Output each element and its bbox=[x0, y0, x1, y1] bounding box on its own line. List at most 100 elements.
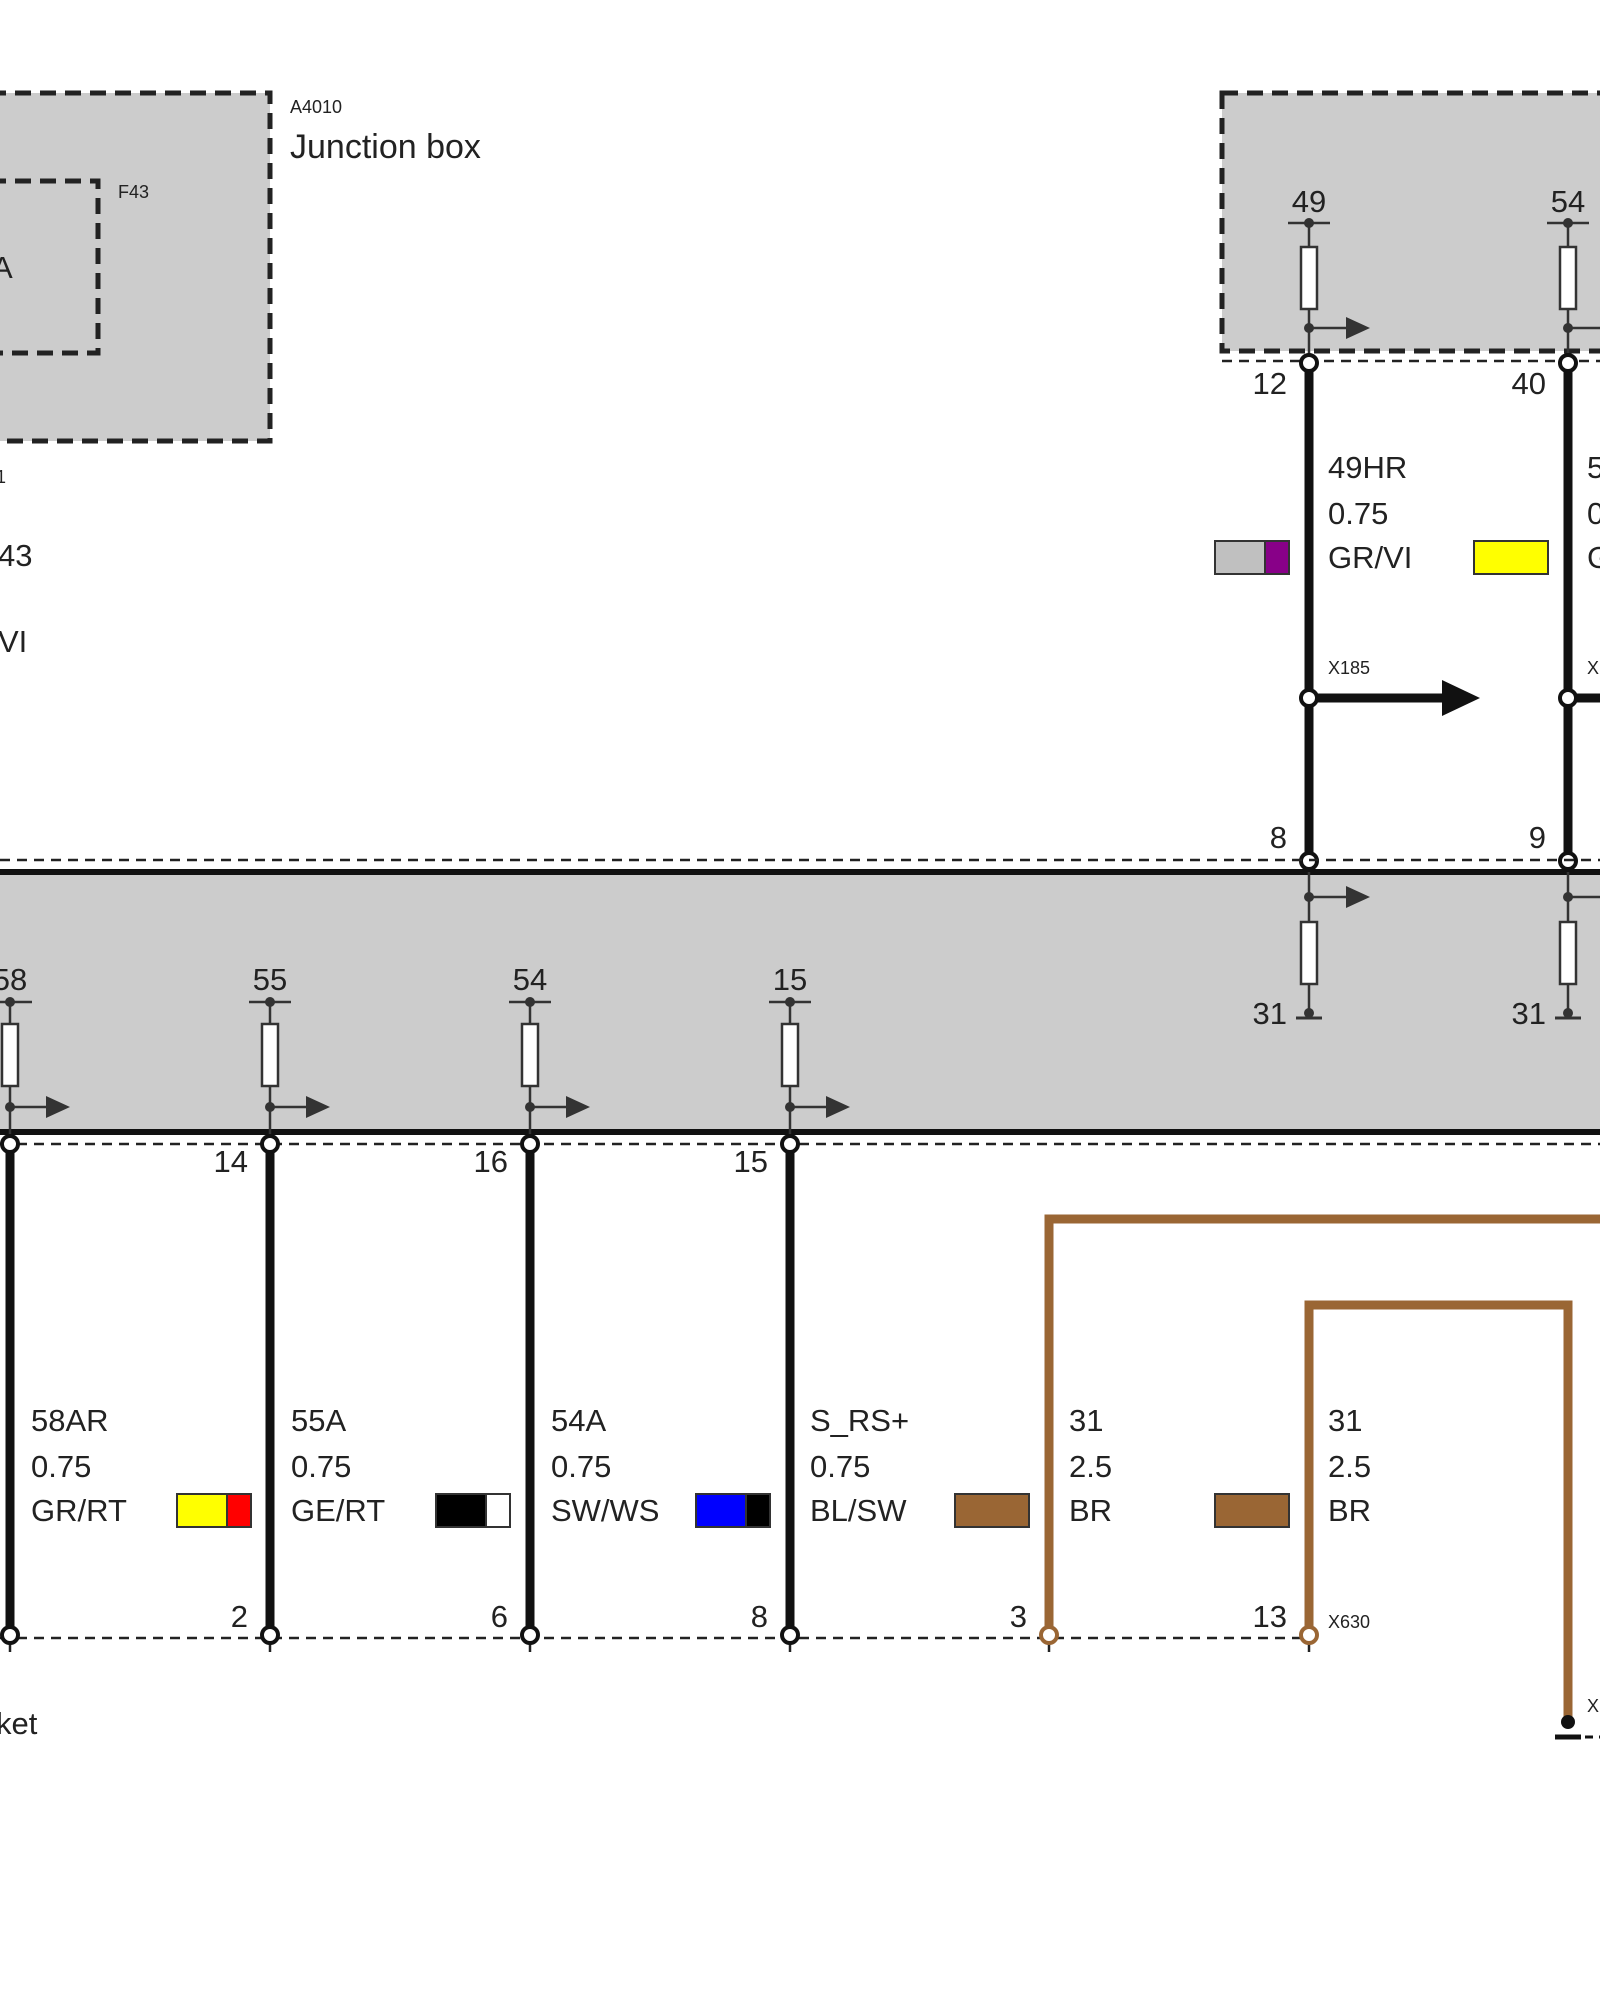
main-module[interactable]: 31 31 58 55 bbox=[0, 858, 1600, 1146]
wire-size: 0 bbox=[1587, 496, 1600, 531]
wire-end-pin: 6 bbox=[491, 1599, 508, 1634]
color-swatch-a bbox=[695, 1493, 747, 1528]
arrow-icon bbox=[1346, 317, 1370, 339]
wire-top-pin: 16 bbox=[474, 1144, 508, 1179]
wire-top-pin: 14 bbox=[214, 1144, 248, 1179]
wire-color-code: GR/RT bbox=[31, 1493, 127, 1528]
lower-connector-ticks bbox=[8, 1638, 1311, 1652]
junction-box-body bbox=[0, 90, 273, 444]
upper-pin-54-label: 54 bbox=[1551, 184, 1585, 219]
wire-top-pin: 40 bbox=[1512, 366, 1546, 401]
wire-end-pin: 8 bbox=[751, 1599, 768, 1634]
wire-top-pin: 12 bbox=[1253, 366, 1287, 401]
pin-dot bbox=[1563, 1008, 1573, 1018]
terminal-top bbox=[780, 1134, 800, 1154]
junction-box[interactable]: A F43 A4010 Junction box 1 43 VI bbox=[0, 90, 481, 659]
upper-wire-49hr[interactable]: 12 49HR 0.75 GR/VI X185 8 bbox=[1214, 353, 1480, 871]
module-pin-label: 58 bbox=[0, 962, 27, 997]
wire-signal: 58AR bbox=[31, 1403, 109, 1438]
wire-end-pin: 3 bbox=[1010, 1599, 1027, 1634]
lower-wire-31-b[interactable]: 31 2.5 BR X630 X bbox=[1299, 1300, 1600, 1740]
upper-wire-54[interactable]: 40 5 0 G X 9 bbox=[1473, 353, 1600, 871]
wire-signal: 5 bbox=[1587, 450, 1600, 485]
wire-size: 0.75 bbox=[810, 1449, 870, 1484]
wire-color-code: GE/RT bbox=[291, 1493, 385, 1528]
socket-fragment-label: ket bbox=[0, 1706, 38, 1741]
ground-pin-label: 31 bbox=[1253, 996, 1287, 1031]
connector-label: X630 bbox=[1328, 1612, 1370, 1632]
junction-box-code: A4010 bbox=[290, 97, 342, 117]
terminal-top bbox=[520, 1134, 540, 1154]
junction-box-title: Junction box bbox=[290, 128, 481, 166]
resistor-symbol bbox=[1299, 920, 1319, 986]
arrow-icon bbox=[826, 1096, 850, 1118]
module-pin-label: 54 bbox=[513, 962, 547, 997]
connector-node bbox=[1558, 688, 1578, 708]
wire-size: 0.75 bbox=[31, 1449, 91, 1484]
wire-signal: 31 bbox=[1069, 1403, 1103, 1438]
connector-label: X185 bbox=[1328, 658, 1370, 678]
color-swatch-b bbox=[745, 1493, 771, 1528]
module-pin-55: 55 bbox=[249, 962, 330, 1134]
terminal-bottom bbox=[780, 1625, 800, 1645]
resistor-symbol bbox=[1299, 245, 1319, 311]
wire-end-pin: 13 bbox=[1253, 1599, 1287, 1634]
wire-segment bbox=[1044, 1214, 1600, 1636]
color-swatch-b bbox=[226, 1493, 252, 1528]
wire-signal: 49HR bbox=[1328, 450, 1407, 485]
terminal-top bbox=[0, 1134, 20, 1154]
fuse-fragment-label: A bbox=[0, 250, 13, 285]
upper-module[interactable]: 49 54 bbox=[1219, 90, 1600, 363]
resistor-symbol bbox=[520, 1022, 540, 1088]
wire-signal: 54A bbox=[551, 1403, 606, 1438]
module-pin-label: 15 bbox=[773, 962, 807, 997]
wire-bottom-pin: 8 bbox=[1270, 820, 1287, 855]
resistor-symbol bbox=[780, 1022, 800, 1088]
pin-dot bbox=[1304, 1008, 1314, 1018]
wire-color-code: BR bbox=[1069, 1493, 1112, 1528]
wire-color-code: SW/WS bbox=[551, 1493, 660, 1528]
color-swatch-a bbox=[435, 1493, 487, 1528]
wire-size: 0.75 bbox=[1328, 496, 1388, 531]
wire-size: 2.5 bbox=[1328, 1449, 1371, 1484]
left-fragment-vi: VI bbox=[0, 624, 27, 659]
wire-signal: S_RS+ bbox=[810, 1403, 909, 1438]
connector-node bbox=[1299, 688, 1319, 708]
module-pin-58: 58 bbox=[0, 962, 70, 1134]
wire-bottom-pin: 9 bbox=[1529, 820, 1546, 855]
terminal-top bbox=[260, 1134, 280, 1154]
color-swatch-a bbox=[1214, 1493, 1290, 1528]
lower-wire-58ar[interactable]: 58AR 0.75 GR/RT 2 bbox=[0, 1134, 252, 1645]
module-pin-54: 54 bbox=[509, 962, 590, 1134]
arrow-icon bbox=[46, 1096, 70, 1118]
ground-pin-31-b: 31 bbox=[1512, 872, 1600, 1031]
color-swatch-a bbox=[954, 1493, 1030, 1528]
wire-segment bbox=[1304, 1300, 1573, 1722]
lower-wire-55a[interactable]: 14 55A 0.75 GE/RT 6 bbox=[214, 1134, 511, 1645]
upper-module-body bbox=[1219, 90, 1600, 354]
ground-pin-31-a: 31 bbox=[1253, 872, 1370, 1031]
wire-size: 0.75 bbox=[551, 1449, 611, 1484]
wire-signal: 31 bbox=[1328, 1403, 1362, 1438]
wire-top-pin: 15 bbox=[734, 1144, 768, 1179]
fuse-code-label: F43 bbox=[118, 182, 149, 202]
upper-pin-54: 54 bbox=[1547, 184, 1600, 361]
resistor-symbol bbox=[1558, 920, 1578, 986]
color-swatch-a bbox=[1473, 540, 1549, 575]
wire-color-code: BL/SW bbox=[810, 1493, 907, 1528]
lower-wire-54a[interactable]: 16 54A 0.75 SW/WS 8 bbox=[474, 1134, 771, 1645]
wire-color-code: BR bbox=[1328, 1493, 1371, 1528]
terminal-bottom bbox=[0, 1625, 20, 1645]
connector-label: X bbox=[1587, 658, 1599, 678]
left-fragment-small: 1 bbox=[0, 467, 6, 487]
color-swatch-b bbox=[485, 1493, 511, 1528]
upper-pin-49-label: 49 bbox=[1292, 184, 1326, 219]
lower-wire-s-rs[interactable]: 15 S_RS+ 0.75 BL/SW 3 bbox=[734, 1134, 1030, 1645]
lower-wire-31-a[interactable]: 31 2.5 BR 13 bbox=[1039, 1214, 1600, 1645]
wire-color-code: G bbox=[1587, 540, 1600, 575]
color-swatch-a bbox=[176, 1493, 228, 1528]
connector-arrow-icon bbox=[1442, 680, 1480, 716]
wire-end-pin: 2 bbox=[231, 1599, 248, 1634]
left-fragment-43: 43 bbox=[0, 538, 32, 573]
terminal-top bbox=[1558, 353, 1578, 373]
